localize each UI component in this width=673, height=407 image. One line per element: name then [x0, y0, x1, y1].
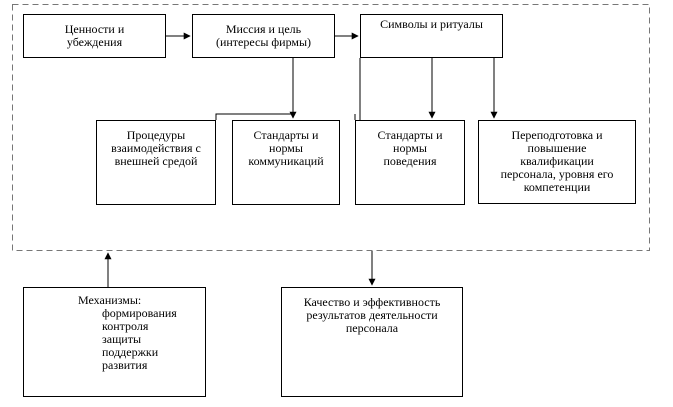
box-symbols-rituals: Символы и ритуалы [360, 14, 503, 58]
box-performance-results: Качество и эффективность результатов дея… [281, 287, 463, 397]
line-mission-to-procedures [215, 113, 293, 120]
dashed-system-boundary [12, 4, 650, 251]
box-performance-results-label: Качество и эффективность результатов дея… [303, 295, 441, 335]
mechanism-item: контроля [102, 319, 149, 333]
box-communication-standards: Стандарты и нормы коммуникаций [232, 120, 340, 205]
box-staff-retraining: Переподготовка и повышение квалификации … [478, 120, 636, 204]
mechanism-item: поддержки [102, 345, 159, 359]
mechanisms-list: формирования контроля защиты поддержки р… [102, 307, 177, 372]
box-values-beliefs-label: Ценности и убеждения [64, 22, 125, 49]
mechanism-item: защиты [102, 332, 142, 346]
mechanism-item: развития [102, 358, 148, 372]
box-external-procedures-label: Процедуры взаимодействия с внешней средо… [111, 128, 201, 168]
box-behavior-standards-label: Стандарты и нормы поведения [377, 128, 443, 168]
box-values-beliefs: Ценности и убеждения [23, 14, 166, 58]
box-symbols-rituals-label: Символы и ритуалы [380, 17, 483, 31]
box-mechanisms: Механизмы: формирования контроля защиты … [23, 287, 206, 397]
box-behavior-standards: Стандарты и нормы поведения [355, 120, 465, 205]
box-external-procedures: Процедуры взаимодействия с внешней средо… [96, 120, 216, 205]
box-communication-standards-label: Стандарты и нормы коммуникаций [248, 128, 324, 168]
box-mission-goal: Миссия и цель (интересы фирмы) [192, 14, 335, 58]
box-mission-goal-label: Миссия и цель (интересы фирмы) [215, 22, 312, 49]
mechanism-item: формирования [102, 306, 177, 320]
box-staff-retraining-label: Переподготовка и повышение квалификации … [500, 128, 614, 194]
mechanisms-title: Механизмы: [78, 293, 142, 307]
